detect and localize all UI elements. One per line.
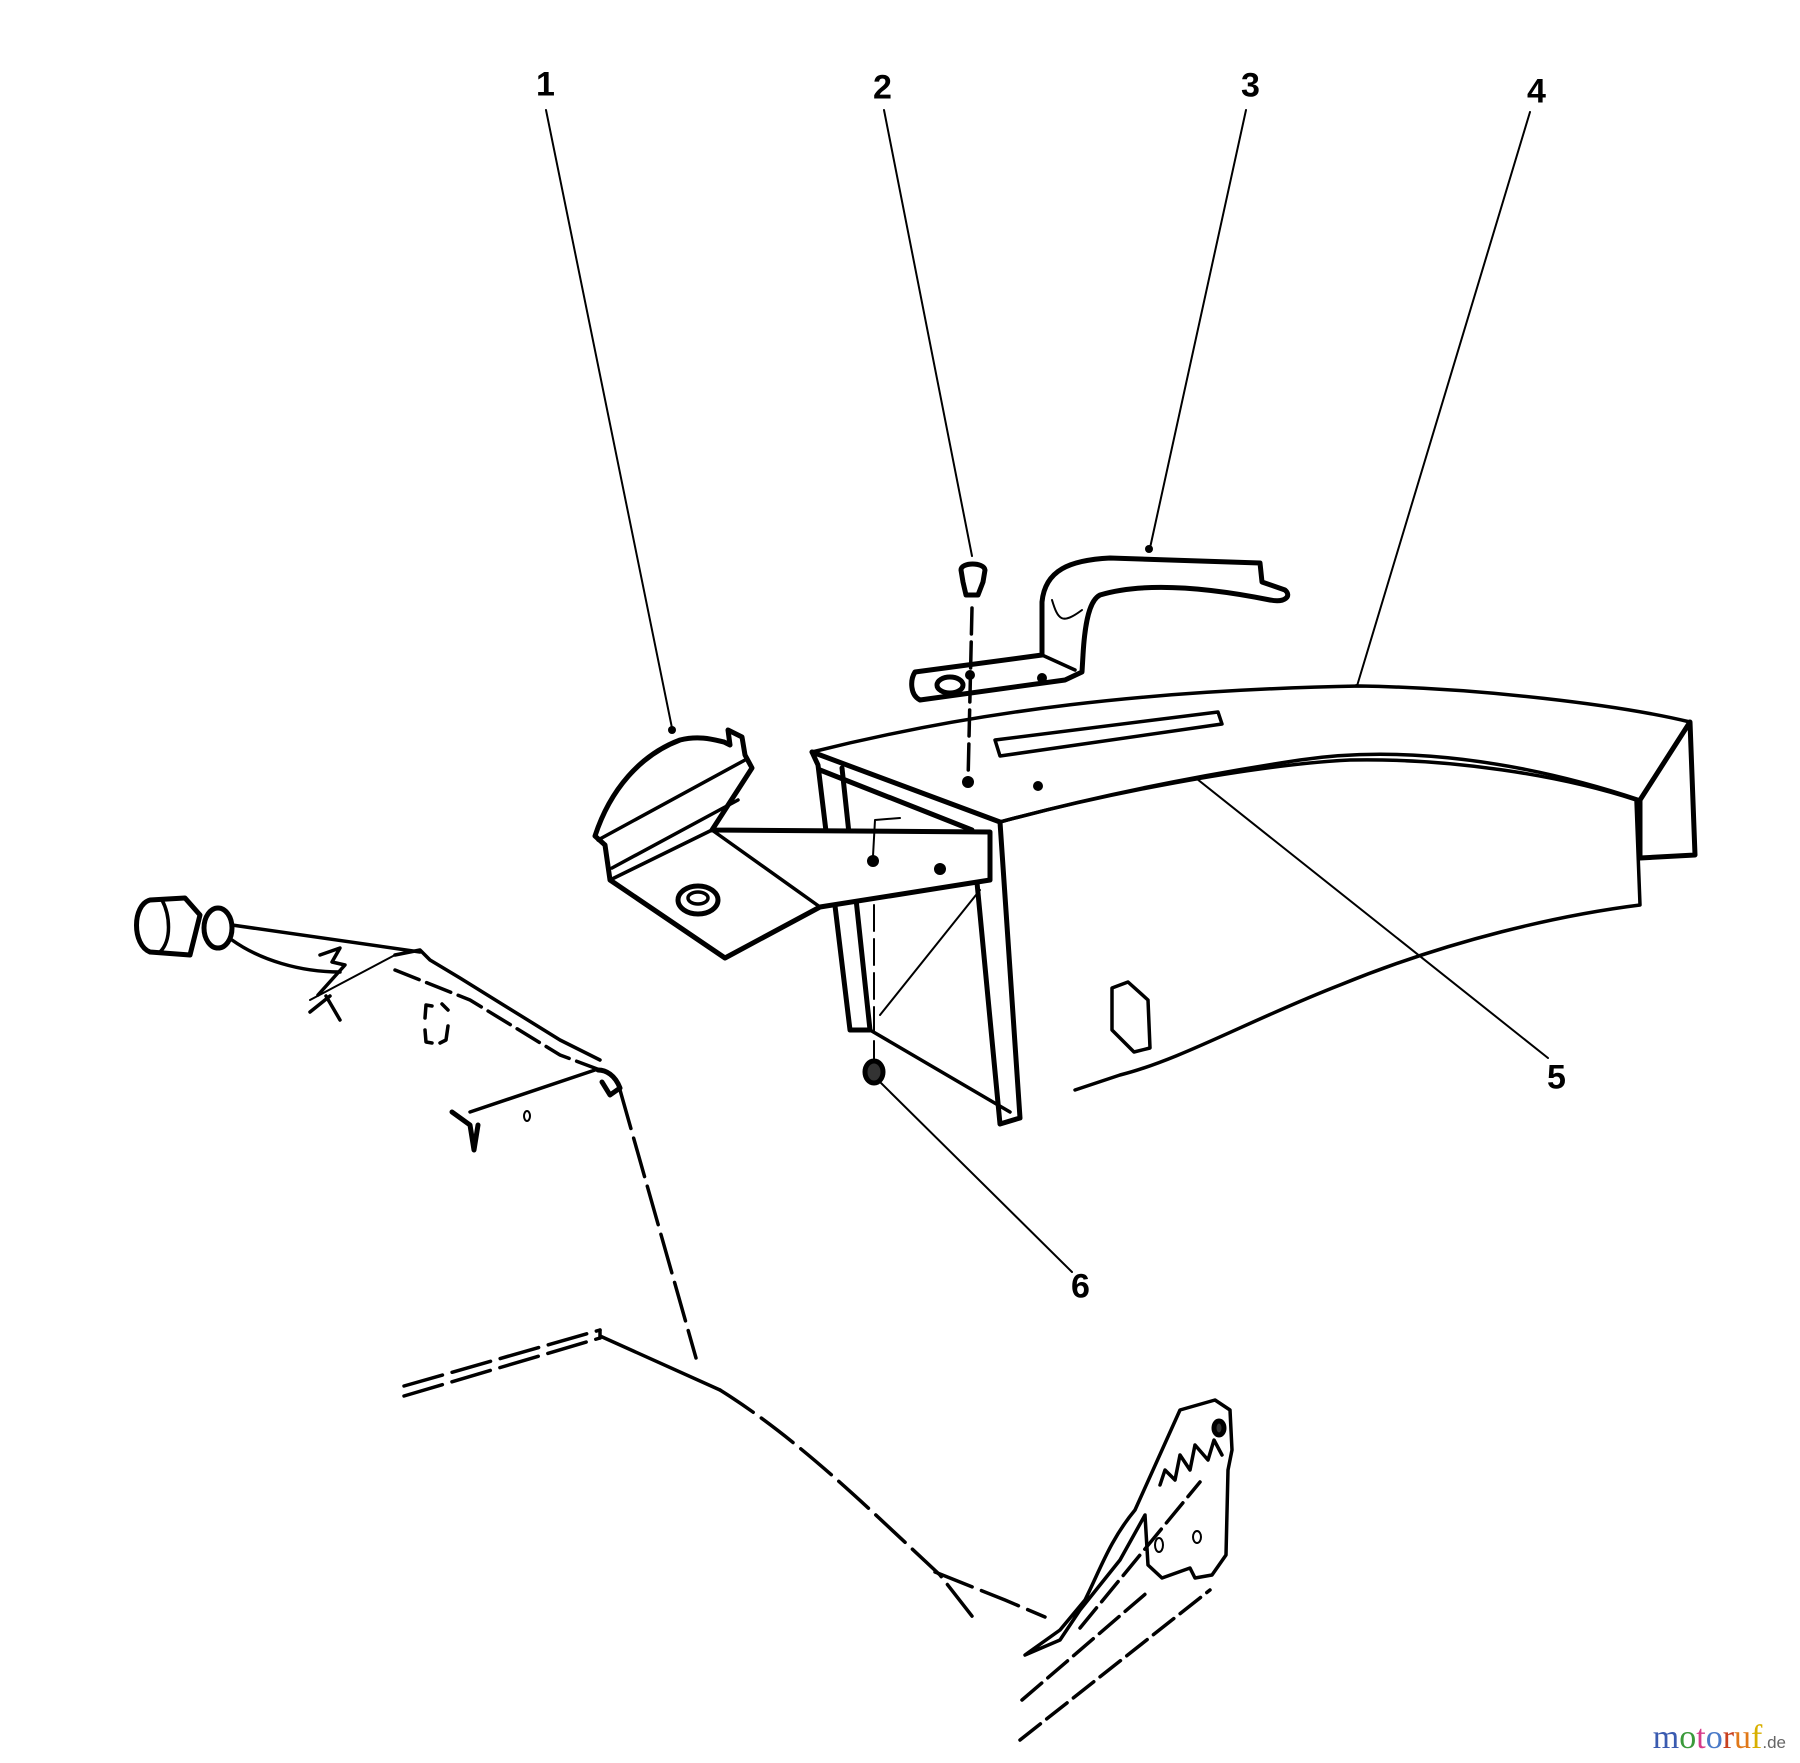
leader-line-3 bbox=[1149, 109, 1247, 549]
leader-line-5 bbox=[1147, 739, 1549, 1059]
watermark-tld: .de bbox=[1762, 1733, 1786, 1752]
watermark-letter: u bbox=[1734, 1719, 1752, 1756]
watermark-letter: t bbox=[1696, 1719, 1706, 1756]
watermark-letter: r bbox=[1722, 1719, 1735, 1756]
callout-3: 3 bbox=[1241, 66, 1260, 105]
leader-line-1 bbox=[545, 109, 673, 729]
mower-deck bbox=[402, 1328, 1234, 1742]
leader-line-2 bbox=[883, 109, 973, 557]
callout-6: 6 bbox=[1071, 1267, 1090, 1306]
watermark-letter: o bbox=[1679, 1719, 1697, 1756]
watermark-logo: motoruf.de bbox=[1653, 1719, 1786, 1757]
mower-handle-assembly bbox=[134, 895, 698, 1360]
watermark-letter: o bbox=[1705, 1719, 1723, 1756]
decal bbox=[993, 710, 1224, 758]
leader-line-6 bbox=[879, 1081, 1073, 1273]
deflector-bracket bbox=[592, 727, 993, 961]
watermark-letter: f bbox=[1751, 1719, 1763, 1756]
screw bbox=[958, 561, 988, 784]
discharge-chute bbox=[809, 684, 1698, 1127]
chute-handle bbox=[909, 555, 1291, 703]
nut bbox=[862, 904, 886, 1086]
callout-4: 4 bbox=[1527, 72, 1546, 111]
callout-1: 1 bbox=[536, 65, 555, 104]
leader-line-4 bbox=[1356, 111, 1531, 687]
callout-2: 2 bbox=[873, 68, 892, 107]
watermark-letter: m bbox=[1652, 1719, 1680, 1756]
callout-5: 5 bbox=[1547, 1058, 1566, 1097]
